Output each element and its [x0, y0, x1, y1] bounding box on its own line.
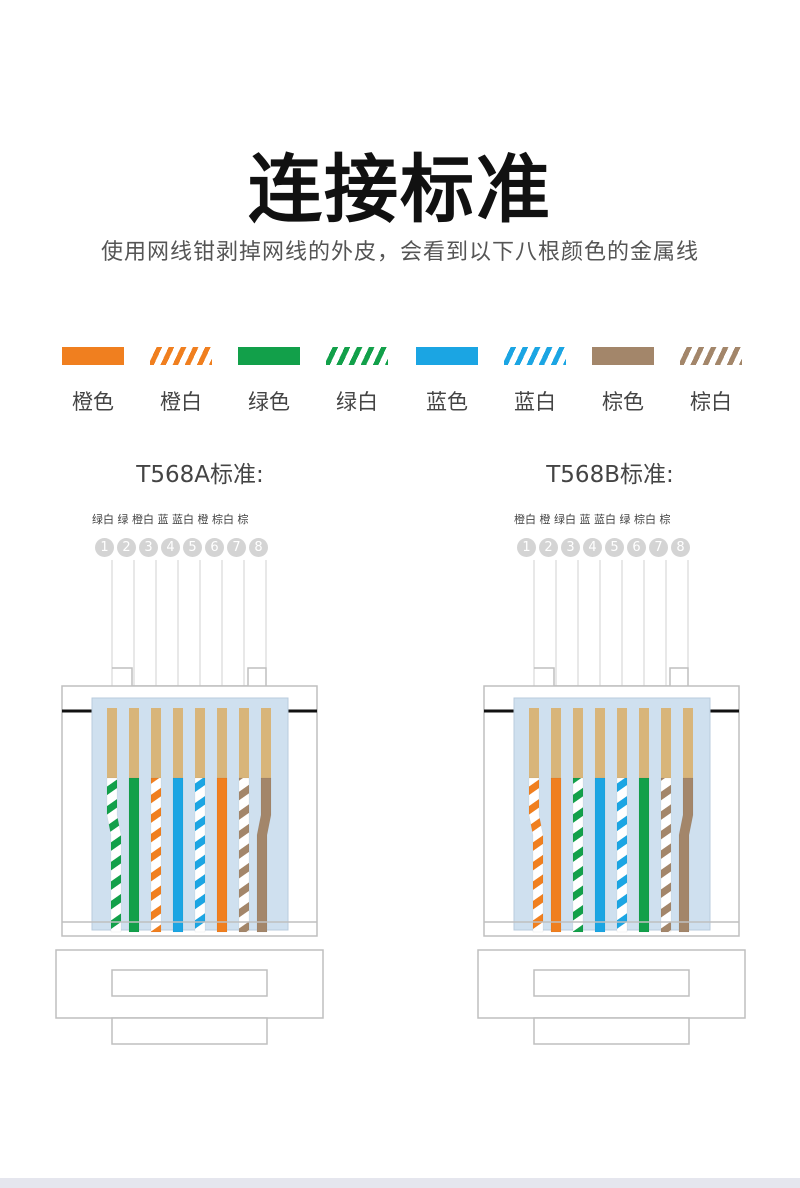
legend-label-6: 蓝白 [514, 390, 556, 414]
legend-swatch-8 [680, 347, 742, 365]
legend-swatch-1 [62, 347, 124, 365]
gold-contact [595, 708, 605, 778]
wire-3 [150, 777, 162, 933]
contact-panel [513, 697, 711, 931]
gold-contact [683, 708, 693, 778]
page-subtitle: 使用网线钳剥掉网线的外皮，会看到以下八根颜色的金属线 [100, 240, 699, 265]
gold-contact [217, 708, 227, 778]
legend-swatch-5 [416, 347, 478, 365]
t568b-title: T568B标准: [546, 462, 674, 488]
pin-number: 5 [605, 538, 624, 557]
wire-4 [172, 777, 184, 933]
legend-label-7: 棕色 [602, 390, 644, 414]
legend-label-5: 蓝色 [426, 390, 468, 414]
pin-number: 1 [95, 538, 114, 557]
pin-number: 7 [649, 538, 668, 557]
wire-2 [128, 777, 140, 933]
gold-contact [551, 708, 561, 778]
gold-contact [529, 708, 539, 778]
legend-swatch-7 [592, 347, 654, 365]
housing-slot [111, 969, 268, 997]
t568a-title: T568A标准: [136, 462, 264, 488]
legend-swatch-4 [326, 347, 388, 365]
cable-boot [111, 1017, 268, 1045]
legend-label-3: 绿色 [248, 390, 290, 414]
connector-cap [112, 667, 267, 687]
wire-2 [550, 777, 562, 933]
gold-contact [195, 708, 205, 778]
pin-number: 7 [227, 538, 246, 557]
wire-7 [238, 777, 250, 933]
wire-4 [594, 777, 606, 933]
bottom-bar [0, 1178, 800, 1188]
legend-swatch-6 [504, 347, 566, 365]
pin-number: 1 [517, 538, 536, 557]
gold-contact [239, 708, 249, 778]
gold-contact [573, 708, 583, 778]
legend-label-2: 橙白 [160, 390, 202, 414]
connector-cap [534, 667, 689, 687]
pin-number: 8 [671, 538, 690, 557]
pin-number: 4 [583, 538, 602, 557]
gold-contact [639, 708, 649, 778]
legend-label-4: 绿白 [336, 390, 378, 414]
t568b-pin-labels: 橙白 橙 绿白 蓝 蓝白 绿 棕白 棕 [514, 513, 671, 526]
gold-contact [129, 708, 139, 778]
t568b-connector [477, 560, 746, 1045]
wire-3 [572, 777, 584, 933]
pin-number: 4 [161, 538, 180, 557]
wire-5 [194, 777, 206, 933]
wire-8 [678, 777, 694, 933]
gold-contact [261, 708, 271, 778]
t568a-connector [55, 560, 324, 1045]
gold-contact [151, 708, 161, 778]
pin-number: 2 [117, 538, 136, 557]
legend-swatch-2 [150, 347, 212, 365]
t568a-pin-labels: 绿白 绿 橙白 蓝 蓝白 橙 棕白 棕 [92, 513, 249, 526]
contact-panel [91, 697, 289, 931]
pin-number: 5 [183, 538, 202, 557]
legend-swatch-3 [238, 347, 300, 365]
wire-7 [660, 777, 672, 933]
pin-number: 8 [249, 538, 268, 557]
wire-5 [616, 777, 628, 933]
pin-number: 2 [539, 538, 558, 557]
wire-1 [106, 777, 122, 933]
legend-label-8: 棕白 [690, 390, 732, 414]
pin-number: 6 [627, 538, 646, 557]
wire-1 [528, 777, 544, 933]
wire-6 [638, 777, 650, 933]
housing-slot [533, 969, 690, 997]
wire-6 [216, 777, 228, 933]
legend-label-1: 橙色 [72, 390, 114, 414]
gold-contact [661, 708, 671, 778]
cable-boot [533, 1017, 690, 1045]
wire-8 [256, 777, 272, 933]
gold-contact [173, 708, 183, 778]
pin-number: 3 [139, 538, 158, 557]
gold-contact [617, 708, 627, 778]
gold-contact [107, 708, 117, 778]
pin-number: 6 [205, 538, 224, 557]
pin-number: 3 [561, 538, 580, 557]
page-title: 连接标准 [248, 147, 552, 233]
